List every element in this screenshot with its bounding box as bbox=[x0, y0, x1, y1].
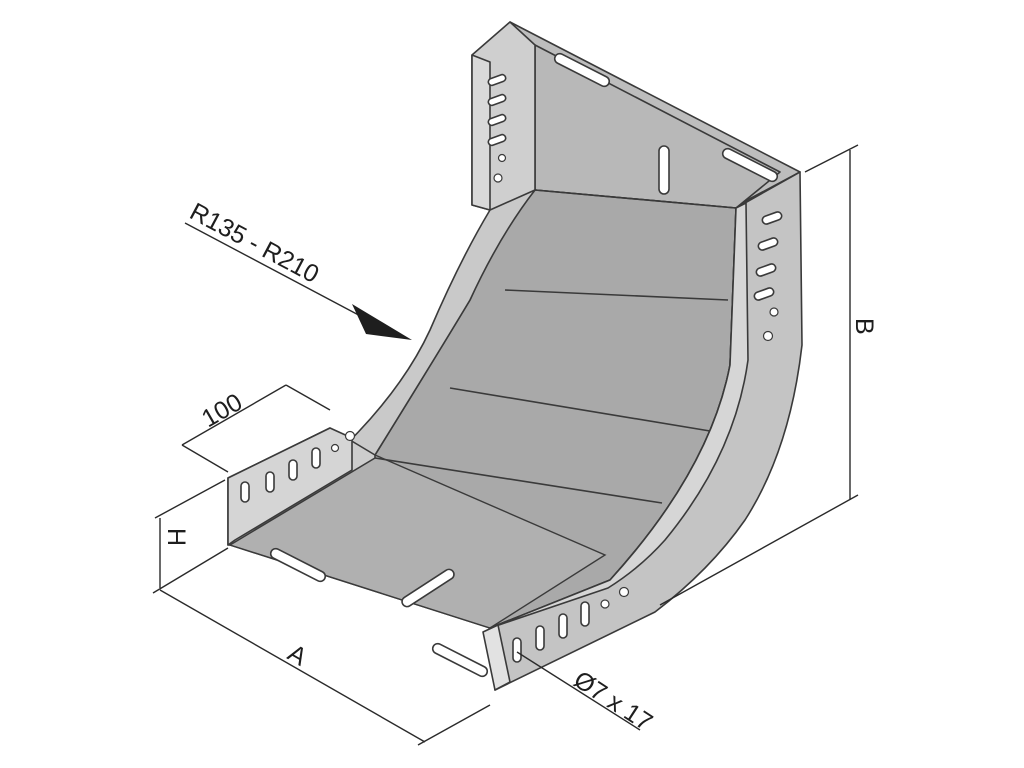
wall-slot bbox=[753, 287, 775, 301]
dim-a-ext-right bbox=[417, 704, 491, 746]
dim-b-ext-bottom bbox=[659, 494, 859, 606]
floor-slot bbox=[658, 145, 670, 195]
wall-hole bbox=[762, 330, 774, 342]
floor-slots bbox=[269, 52, 779, 678]
front-end-face bbox=[482, 624, 511, 691]
lower-left-wall-slots bbox=[240, 430, 356, 503]
wall-hole bbox=[600, 599, 610, 609]
radius-arrowhead bbox=[352, 304, 412, 340]
wall-slot bbox=[558, 613, 568, 639]
floor-slot bbox=[431, 642, 489, 678]
dim-b-label: B bbox=[850, 318, 878, 335]
floor-slot bbox=[269, 547, 327, 583]
wall-hole bbox=[497, 153, 507, 163]
wall-slot bbox=[487, 113, 507, 127]
wall-slot bbox=[265, 471, 275, 493]
wall-slot bbox=[487, 133, 507, 147]
wall-slot bbox=[512, 637, 522, 663]
radius-leader-line bbox=[184, 222, 369, 321]
wall-hole bbox=[330, 443, 340, 453]
hole-leader-line bbox=[516, 651, 641, 731]
dimension-100 bbox=[181, 384, 331, 473]
floor-seam-2 bbox=[504, 289, 729, 301]
wall-slot bbox=[755, 263, 777, 277]
wall-slot bbox=[757, 237, 779, 251]
height-label: H bbox=[162, 528, 190, 546]
floor-slot bbox=[553, 52, 611, 88]
dim-b-ext-top bbox=[804, 144, 859, 173]
radius-label: R135 - R210 bbox=[185, 198, 323, 289]
radius-leader bbox=[184, 222, 412, 340]
dim-h-ext-top bbox=[154, 479, 226, 519]
dimension-b bbox=[659, 144, 859, 606]
wall-hole bbox=[769, 307, 779, 317]
dim-100-line bbox=[181, 384, 287, 446]
wall-slot bbox=[487, 93, 507, 107]
floor-seam-4 bbox=[374, 457, 663, 504]
floor-seam-3 bbox=[449, 387, 717, 433]
wall-slot bbox=[580, 601, 590, 627]
hole-label: Ø7 x 17 bbox=[569, 666, 658, 737]
outer-wall-lip bbox=[489, 202, 749, 629]
top-wall-slots bbox=[487, 73, 507, 183]
dim-100-ext-right bbox=[285, 384, 331, 411]
dim-a-ext-left bbox=[152, 547, 229, 594]
dim-a-label: A bbox=[283, 639, 312, 672]
wall-slot bbox=[288, 459, 298, 481]
wall-hole bbox=[618, 586, 630, 598]
floor-slot bbox=[401, 568, 455, 608]
wall-hole bbox=[344, 430, 356, 442]
wall-slot bbox=[535, 625, 545, 651]
wall-hole bbox=[493, 173, 503, 183]
hole-leader bbox=[516, 651, 641, 731]
wall-slot bbox=[487, 73, 507, 87]
dimension-a bbox=[152, 547, 491, 746]
top-left-wall-face bbox=[471, 54, 491, 211]
floor-slot bbox=[721, 147, 779, 183]
dim-a-line bbox=[159, 589, 426, 743]
floor-seam-1 bbox=[534, 189, 737, 209]
lower-right-wall-slots bbox=[512, 586, 630, 663]
dim-100-ext-left bbox=[181, 444, 229, 473]
dimension-h bbox=[154, 479, 226, 588]
width-100-label: 100 bbox=[197, 388, 247, 433]
right-wall-slots bbox=[753, 211, 783, 342]
lower-left-wall-face bbox=[227, 427, 353, 546]
wall-slot bbox=[311, 447, 321, 469]
wall-slot bbox=[761, 211, 783, 225]
wall-slot bbox=[240, 481, 250, 503]
